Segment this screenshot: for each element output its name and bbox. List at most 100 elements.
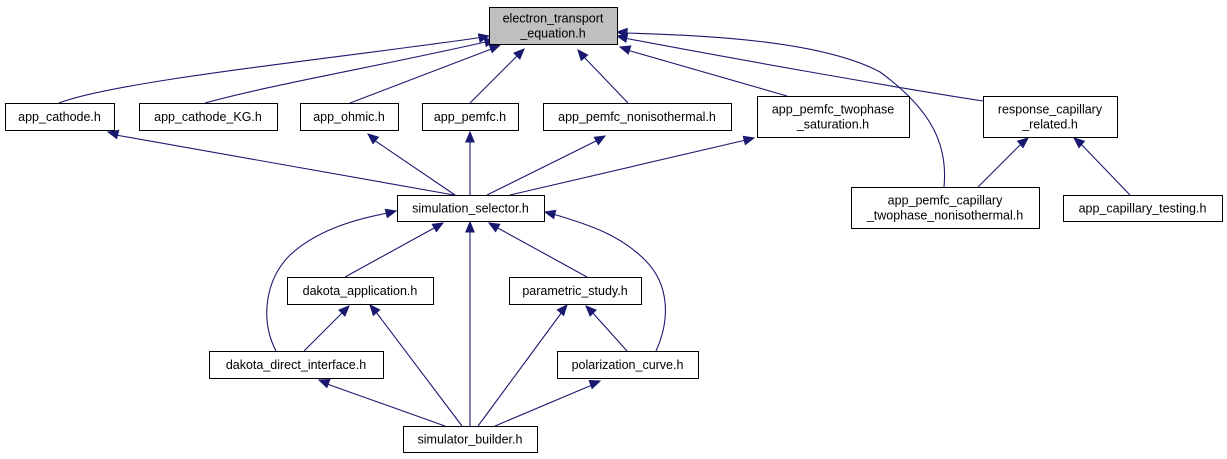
node-box[interactable] bbox=[403, 426, 538, 453]
edge-line bbox=[344, 226, 437, 278]
edge-line bbox=[977, 142, 1023, 188]
node-polarization_curve[interactable]: polarization_curve.h bbox=[557, 351, 699, 379]
node-box[interactable] bbox=[287, 277, 434, 305]
arrowhead-icon bbox=[593, 135, 607, 146]
node-simulation_selector[interactable]: simulation_selector.h bbox=[397, 195, 545, 222]
node-dakota_application[interactable]: dakota_application.h bbox=[287, 277, 434, 305]
node-electron_transport[interactable]: electron_transport_equation.h bbox=[489, 7, 618, 45]
node-app_pemfc[interactable]: app_pemfc.h bbox=[422, 103, 519, 131]
edge-simulator_builder-to-simulation_selector bbox=[465, 220, 475, 426]
edge-line bbox=[373, 139, 456, 196]
edge-dakota_direct_interface-to-simulation_selector bbox=[266, 208, 398, 352]
node-app_ohmic[interactable]: app_ohmic.h bbox=[300, 103, 399, 131]
node-label: app_cathode_KG.h bbox=[154, 110, 262, 124]
node-box[interactable] bbox=[300, 103, 399, 131]
node-label: app_pemfc.h bbox=[434, 110, 506, 124]
node-app_pemfc_twophase_saturation[interactable]: app_pemfc_twophase_saturation.h bbox=[757, 96, 910, 138]
node-label: app_pemfc_nonisothermal.h bbox=[558, 110, 716, 124]
edge-line bbox=[552, 213, 666, 352]
arrowhead-icon bbox=[465, 220, 475, 233]
edge-polarization_curve-to-simulation_selector bbox=[543, 209, 666, 352]
edge-line bbox=[591, 311, 628, 352]
node-box[interactable] bbox=[509, 277, 642, 305]
node-simulator_builder[interactable]: simulator_builder.h bbox=[403, 426, 538, 453]
edge-line bbox=[477, 311, 563, 427]
node-label: _saturation.h bbox=[796, 118, 869, 132]
edge-line bbox=[375, 311, 463, 427]
arrowhead-icon bbox=[487, 222, 501, 233]
node-app_cathode[interactable]: app_cathode.h bbox=[5, 103, 115, 131]
node-box[interactable] bbox=[139, 103, 278, 131]
node-label: app_pemfc_capillary bbox=[888, 194, 1003, 208]
arrowhead-icon bbox=[384, 208, 398, 219]
arrowhead-icon bbox=[465, 130, 475, 143]
edge-simulator_builder-to-dakota_direct_interface bbox=[317, 379, 446, 427]
node-dakota_direct_interface[interactable]: dakota_direct_interface.h bbox=[209, 351, 384, 379]
edge-dakota_direct_interface-to-dakota_application bbox=[303, 305, 350, 352]
edge-line bbox=[204, 40, 491, 104]
edge-app_cathode_kg-to-electron_transport bbox=[204, 37, 497, 104]
edge-simulator_builder-to-dakota_application bbox=[369, 304, 463, 427]
edge-app_pemfc_twophase_saturation-to-electron_transport bbox=[618, 45, 788, 97]
node-label: dakota_application.h bbox=[303, 284, 418, 298]
node-box[interactable] bbox=[1063, 195, 1223, 222]
node-parametric_study[interactable]: parametric_study.h bbox=[509, 277, 642, 305]
node-label: _related.h bbox=[1021, 118, 1078, 132]
edge-line bbox=[623, 32, 946, 188]
edge-line bbox=[582, 55, 629, 104]
arrowhead-icon bbox=[543, 209, 557, 220]
edge-line bbox=[495, 226, 588, 278]
edge-line bbox=[509, 139, 747, 196]
node-label: app_ohmic.h bbox=[313, 110, 385, 124]
arrowhead-icon bbox=[106, 129, 120, 140]
arrowhead-icon bbox=[615, 27, 628, 38]
node-box[interactable] bbox=[757, 96, 910, 138]
node-box[interactable] bbox=[557, 351, 699, 379]
node-box[interactable] bbox=[209, 351, 384, 379]
node-box[interactable] bbox=[397, 195, 545, 222]
edge-dakota_application-to-simulation_selector bbox=[344, 222, 445, 278]
node-app_capillary_testing[interactable]: app_capillary_testing.h bbox=[1063, 195, 1223, 222]
edge-app_capillary_testing-to-response_capillary_related bbox=[1073, 137, 1131, 196]
node-box[interactable] bbox=[489, 7, 618, 45]
node-box[interactable] bbox=[851, 187, 1040, 229]
arrowhead-icon bbox=[317, 379, 331, 389]
edge-simulation_selector-to-app_cathode bbox=[106, 129, 455, 196]
arrowhead-icon bbox=[338, 305, 350, 317]
edge-simulation_selector-to-app_pemfc bbox=[465, 130, 475, 195]
arrowhead-icon bbox=[618, 45, 632, 55]
node-label: app_pemfc_twophase bbox=[772, 103, 894, 117]
edge-line bbox=[115, 134, 455, 196]
node-app_pemfc_capillary_twophase_nonisothermal[interactable]: app_pemfc_capillary_twophase_nonisotherm… bbox=[851, 187, 1040, 229]
edge-line bbox=[469, 54, 519, 104]
edge-simulator_builder-to-parametric_study bbox=[477, 304, 568, 427]
edge-simulator_builder-to-polarization_curve bbox=[494, 380, 602, 427]
node-box[interactable] bbox=[983, 96, 1118, 138]
node-app_pemfc_nonisothermal[interactable]: app_pemfc_nonisothermal.h bbox=[543, 103, 732, 131]
edge-line bbox=[1079, 142, 1131, 196]
edge-parametric_study-to-simulation_selector bbox=[487, 222, 588, 278]
node-box[interactable] bbox=[543, 103, 732, 131]
arrowhead-icon bbox=[431, 222, 445, 233]
node-response_capillary_related[interactable]: response_capillary_related.h bbox=[983, 96, 1118, 138]
edge-app_pemfc_nonisothermal-to-electron_transport bbox=[577, 49, 629, 104]
node-label: _twophase_nonisothermal.h bbox=[866, 209, 1023, 223]
edge-app_pemfc_capillary_twophase_nonisothermal-to-response_capillary_related bbox=[977, 137, 1029, 188]
node-box[interactable] bbox=[5, 103, 115, 131]
arrowhead-icon bbox=[513, 48, 525, 60]
edge-line bbox=[623, 37, 984, 102]
edges-layer bbox=[58, 27, 1131, 427]
arrowhead-icon bbox=[742, 135, 756, 146]
edge-app_ohmic-to-electron_transport bbox=[349, 44, 502, 104]
arrowhead-icon bbox=[556, 304, 568, 317]
node-box[interactable] bbox=[422, 103, 519, 131]
node-label: _equation.h bbox=[519, 27, 585, 41]
edge-app_pemfc_capillary_twophase_nonisothermal-to-electron_transport bbox=[615, 27, 946, 188]
arrowhead-icon bbox=[577, 49, 589, 62]
edge-app_cathode-to-electron_transport bbox=[58, 33, 491, 104]
node-app_cathode_kg[interactable]: app_cathode_KG.h bbox=[139, 103, 278, 131]
node-label: simulator_builder.h bbox=[418, 433, 523, 447]
edge-line bbox=[486, 139, 599, 196]
arrowhead-icon bbox=[488, 44, 502, 54]
